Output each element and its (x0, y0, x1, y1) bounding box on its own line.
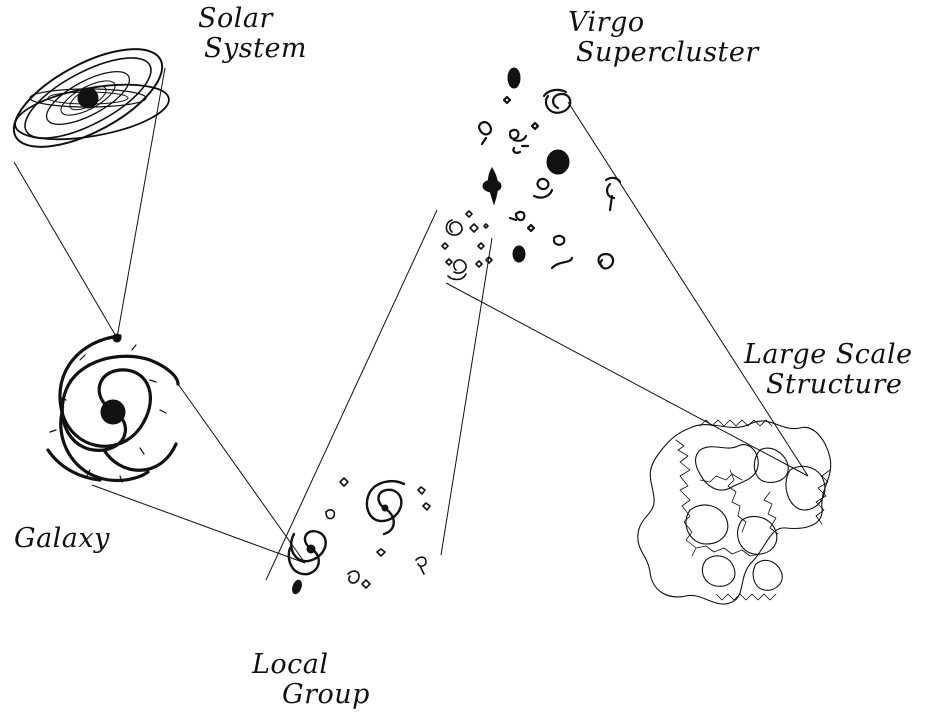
projection-lines-local-group-to-virgo (266, 210, 492, 580)
galaxy-label-line-1: Galaxy (14, 524, 110, 554)
local-group-illustration (289, 478, 430, 595)
large-scale-structure-illustration (638, 420, 831, 604)
large-scale-structure-label: Large Scale Structure (744, 340, 913, 400)
virgo-supercluster-illustration (479, 68, 620, 268)
small-galaxy-icon (291, 579, 303, 595)
large-scale-structure-label-line-1: Large Scale (744, 340, 913, 370)
local-group-label: Local Group (252, 650, 370, 710)
solar-system-label: Solar System (198, 4, 307, 64)
solar-system-illustration (0, 29, 176, 166)
large-scale-structure-label-line-2: Structure (744, 370, 913, 400)
sun-icon (78, 88, 98, 108)
virgo-supercluster-label-line-1: Virgo (568, 8, 759, 38)
galaxy-label: Galaxy (14, 524, 110, 554)
galaxy-illustration (48, 334, 178, 482)
local-group-label-line-2: Group (252, 680, 370, 710)
projection-lines-solar-to-galaxy (14, 68, 165, 338)
virgo-supercluster-label-line-2: Supercluster (568, 38, 759, 68)
solar-system-label-line-2: System (198, 34, 307, 64)
local-group-inset (442, 211, 492, 280)
solar-system-label-line-1: Solar (198, 4, 307, 34)
local-group-label-line-1: Local (252, 650, 370, 680)
virgo-supercluster-label: Virgo Supercluster (568, 8, 759, 68)
galaxy-core-icon (101, 400, 125, 424)
